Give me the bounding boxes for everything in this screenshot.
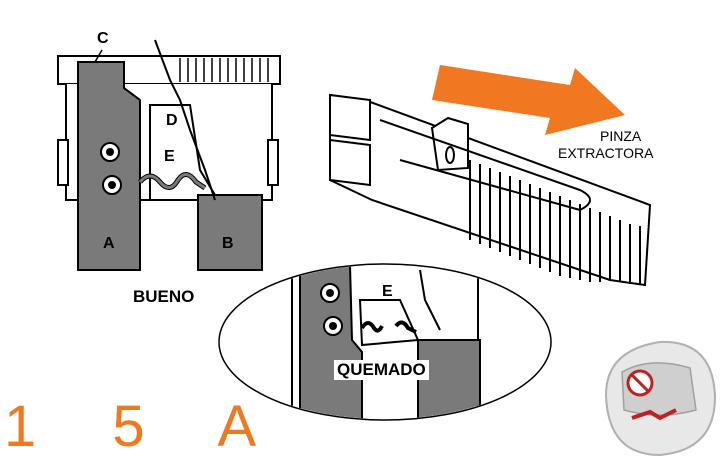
helmet-logo (606, 342, 715, 455)
label-e-zoom: E (382, 283, 393, 301)
caption-puller-line2: EXTRACTORA (558, 145, 653, 162)
label-d: D (166, 112, 178, 130)
amperage-title: 1 5 A (4, 398, 286, 456)
caption-puller: PINZA EXTRACTORA (600, 128, 653, 162)
fuse-puller (330, 65, 650, 285)
label-e: E (164, 148, 175, 166)
label-a: A (103, 235, 115, 253)
caption-burned: QUEMADO (334, 360, 429, 380)
label-b: B (222, 235, 234, 253)
caption-puller-line1: PINZA (600, 128, 653, 145)
label-c: C (97, 30, 109, 48)
caption-good: BUENO (133, 287, 194, 307)
